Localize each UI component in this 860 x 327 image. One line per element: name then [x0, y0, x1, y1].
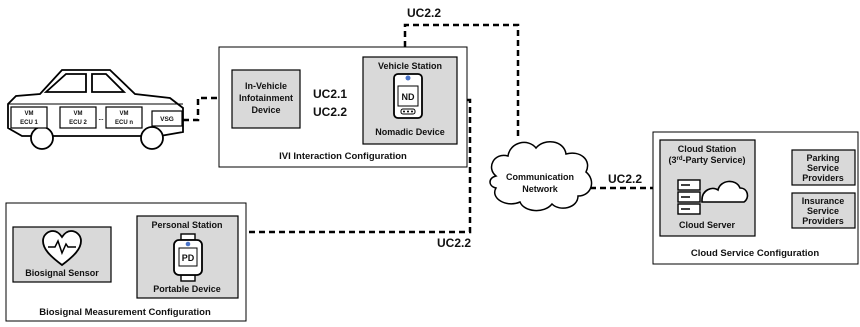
parking-line3: Providers [802, 173, 844, 183]
ecu-2-line2: ECU 2 [69, 120, 87, 126]
uc22-bio-label: UC2.2 [437, 236, 471, 250]
ecu-box-2 [59, 106, 97, 129]
communication-network: Communication Network [489, 141, 593, 212]
heart-pulse-icon [42, 230, 82, 267]
portable-device-label: Portable Device [153, 284, 221, 294]
parking-line2: Service [807, 163, 839, 173]
ivi-configuration: In-Vehicle Infotainment Device UC2.1 UC2… [218, 46, 468, 168]
ivi-config-label: IVI Interaction Configuration [279, 151, 407, 162]
cloud-station-line2: (3rd-Party Service) [668, 155, 745, 165]
network-line2: Network [522, 184, 559, 194]
car-windows [43, 73, 127, 93]
phone-icon [393, 73, 423, 119]
car-wheel-front [30, 126, 54, 150]
link-top-uc22 [403, 23, 520, 140]
infotainment-line2: Infotainment [239, 93, 293, 103]
infotainment-device-box [231, 69, 301, 129]
biosignal-configuration: Biosignal Sensor Personal Station PD Por… [5, 202, 247, 322]
bio-config-label: Biosignal Measurement Configuration [39, 307, 211, 318]
vsg-label: VSG [160, 116, 174, 123]
infotainment-line1: In-Vehicle [245, 81, 287, 91]
link-vsg-infotainment [183, 96, 232, 122]
link-station-to-bio [238, 98, 472, 234]
ecu-n-line2: ECU n [115, 120, 133, 126]
smartwatch-icon [173, 233, 203, 282]
uc22-ivi-label: UC2.2 [313, 105, 347, 119]
cloud-service-configuration: Cloud Station (3rd-Party Service) Cloud … [652, 131, 859, 265]
parking-line1: Parking [806, 153, 839, 163]
ecu-n-line1: VM [120, 111, 129, 117]
biosignal-sensor-label: Biosignal Sensor [25, 268, 99, 278]
vsg-box [151, 110, 183, 127]
cloud-station-line1: Cloud Station [678, 144, 737, 154]
pd-badge: PD [182, 253, 195, 263]
insurance-line1: Insurance [802, 196, 845, 206]
insurance-line3: Providers [802, 216, 844, 226]
cloud-server-label: Cloud Server [679, 220, 736, 230]
nomadic-device-label: Nomadic Device [375, 127, 445, 137]
ecu-1-line2: ECU 1 [20, 120, 38, 126]
cloud-config-label: Cloud Service Configuration [691, 248, 819, 259]
uc21-label: UC2.1 [313, 87, 347, 101]
insurance-line2: Service [807, 206, 839, 216]
ecu-box-1 [10, 106, 48, 129]
infotainment-line3: Device [251, 105, 280, 115]
server-icon [677, 179, 701, 215]
insurance-provider-box [791, 192, 856, 229]
uc22-top-label: UC2.2 [407, 6, 441, 20]
network-cloud-shape [489, 141, 593, 212]
ecu-box-n [105, 106, 143, 129]
ecu-group: VM ECU 1 VM ECU 2 ... VM ECU n VSG [10, 106, 183, 129]
vehicle-station-title: Vehicle Station [378, 61, 442, 71]
parking-provider-box [791, 149, 856, 186]
uc22-cloud-label: UC2.2 [608, 172, 642, 186]
network-line1: Communication [506, 172, 574, 182]
ecu-dots: ... [98, 116, 103, 122]
cloud-icon [701, 180, 749, 203]
nd-badge: ND [402, 92, 415, 102]
car-wheel-rear [140, 126, 164, 150]
ecu-2-line1: VM [74, 111, 83, 117]
personal-station-title: Personal Station [151, 220, 222, 230]
ecu-1-line1: VM [25, 111, 34, 117]
